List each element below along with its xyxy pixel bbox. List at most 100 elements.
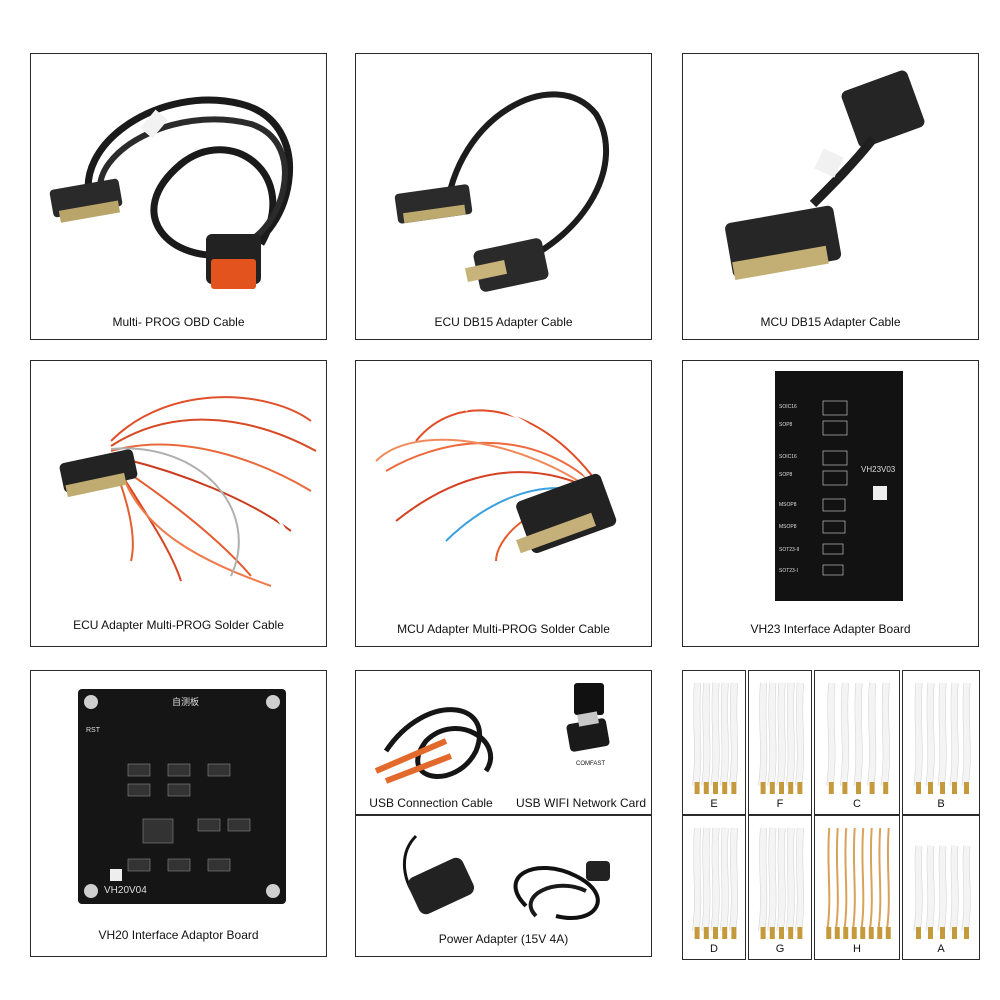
probe-wire xyxy=(767,827,776,932)
probe-wire xyxy=(881,682,890,787)
probe-wires-b xyxy=(913,682,971,794)
probe-tip xyxy=(694,927,700,939)
probe-panel-f: F xyxy=(748,670,812,815)
caption-vh23-board: VH23 Interface Adapter Board xyxy=(750,622,911,636)
probe-wire xyxy=(729,682,738,787)
vh20-board-image: 自测板 RST VH20V04 xyxy=(78,689,286,904)
probe-wire xyxy=(938,845,947,932)
probe-tip xyxy=(779,782,784,794)
vh20-mounting-hole-br xyxy=(266,884,280,898)
probe-tip xyxy=(760,782,766,794)
probe-tip xyxy=(916,927,921,939)
probe-wire xyxy=(877,827,882,932)
probe-wire xyxy=(914,682,923,787)
probe-wires-a xyxy=(913,845,971,939)
probe-wire xyxy=(834,827,839,932)
probe-wire xyxy=(711,827,720,932)
vh23-label-1: SOP8 xyxy=(779,422,793,428)
power-adapter-image xyxy=(402,834,610,920)
probe-panel-d: D xyxy=(682,815,746,960)
probe-wire xyxy=(786,682,795,787)
vh23-label-7: SOT23-I xyxy=(779,568,798,574)
ecu-db15-cable-image xyxy=(394,91,609,292)
probe-wire xyxy=(950,682,959,787)
probe-wire xyxy=(926,845,935,932)
probe-tip xyxy=(869,782,875,794)
probe-wire xyxy=(701,827,710,932)
probe-wires-e xyxy=(692,682,738,794)
probe-tip xyxy=(713,927,718,939)
probe-tip xyxy=(843,927,849,939)
probe-tip xyxy=(703,782,709,794)
probe-wire xyxy=(962,845,971,932)
vh23-qr-code xyxy=(873,486,887,500)
probe-wire xyxy=(701,682,710,787)
probe-tip xyxy=(834,927,840,939)
caption-power-adapter: Power Adapter (15V 4A) xyxy=(438,932,569,946)
probe-tip xyxy=(952,927,957,939)
vh23-label-5: MSOP8 xyxy=(779,524,797,530)
probe-wire xyxy=(867,682,876,787)
probe-tip xyxy=(713,782,718,794)
vh20-qr-code xyxy=(110,869,122,881)
probe-wire xyxy=(868,827,873,932)
probe-wire xyxy=(854,682,863,787)
mcu-db15-cable-image xyxy=(725,70,925,281)
panel-ecu-db15-cable: ECU DB15 Adapter Cable xyxy=(355,53,652,340)
probe-tip xyxy=(797,927,803,939)
probe-tip xyxy=(940,782,945,794)
panel-mcu-db15-cable: MCU DB15 Adapter Cable xyxy=(682,53,979,340)
probe-wire xyxy=(938,682,947,787)
probe-tip xyxy=(885,927,891,939)
panel-mcu-solder-cable: MCU Adapter Multi-PROG Solder Cable xyxy=(355,360,652,647)
probe-tip xyxy=(779,927,784,939)
probe-tip xyxy=(916,782,921,794)
probe-wire xyxy=(711,682,720,787)
probe-wire xyxy=(767,682,776,787)
probe-wires-d xyxy=(692,827,738,939)
ecu-solder-cable-image xyxy=(59,396,317,587)
probe-tip xyxy=(722,927,728,939)
probe-wire xyxy=(786,827,795,932)
probe-wire xyxy=(692,827,701,932)
probe-wire xyxy=(720,827,729,932)
probe-tip xyxy=(797,782,803,794)
mcu-solder-cable-image xyxy=(375,403,617,562)
wifi-brand-label: COMFAST xyxy=(576,761,606,767)
vh20-rst-label: RST xyxy=(86,727,100,734)
probe-wire xyxy=(885,827,890,932)
probe-label-h: H xyxy=(853,943,861,955)
vh20-mounting-hole-tl xyxy=(84,695,98,709)
vh23-label-2: SOIC16 xyxy=(779,454,797,460)
caption-vh20-board: VH20 Interface Adaptor Board xyxy=(98,928,259,942)
probe-wires-c xyxy=(826,682,890,794)
probe-tip xyxy=(731,782,737,794)
probe-panel-a: A xyxy=(902,815,980,960)
panel-obd-cable: Multi- PROG OBD Cable xyxy=(30,53,327,340)
vh23-board-title: VH23V03 xyxy=(861,465,896,474)
probe-wire xyxy=(795,827,804,932)
probe-tip xyxy=(828,782,834,794)
probe-tip xyxy=(940,927,945,939)
vh20-mounting-hole-bl xyxy=(84,884,98,898)
probe-wire xyxy=(795,682,804,787)
probe-wire xyxy=(729,827,738,932)
caption-mcu-db15-cable: MCU DB15 Adapter Cable xyxy=(760,315,901,329)
probe-tip xyxy=(788,782,794,794)
caption-obd-cable: Multi- PROG OBD Cable xyxy=(112,315,245,329)
probe-tip xyxy=(826,927,832,939)
caption-ecu-db15-cable: ECU DB15 Adapter Cable xyxy=(434,315,573,329)
vh23-label-6: SOT23-II xyxy=(779,547,800,553)
probe-wire xyxy=(758,682,767,787)
probe-wire xyxy=(692,682,701,787)
probe-label-c: C xyxy=(853,798,861,810)
panel-vh23-board: VH23V03 SOIC16 SOP8 SOIC16 SOP8 MSOP8 MS… xyxy=(682,360,979,647)
panel-usb-items: COMFAST USB Connection Cable USB WIFI Ne… xyxy=(355,670,652,815)
probe-tip xyxy=(928,927,933,939)
probe-tip xyxy=(731,927,737,939)
probe-tip xyxy=(722,782,728,794)
caption-usb-cable: USB Connection Cable xyxy=(369,796,493,810)
vh23-board-image: VH23V03 SOIC16 SOP8 SOIC16 SOP8 MSOP8 MS… xyxy=(775,371,903,601)
vh23-label-0: SOIC16 xyxy=(779,404,797,410)
panel-power-adapter: Power Adapter (15V 4A) xyxy=(355,815,652,957)
